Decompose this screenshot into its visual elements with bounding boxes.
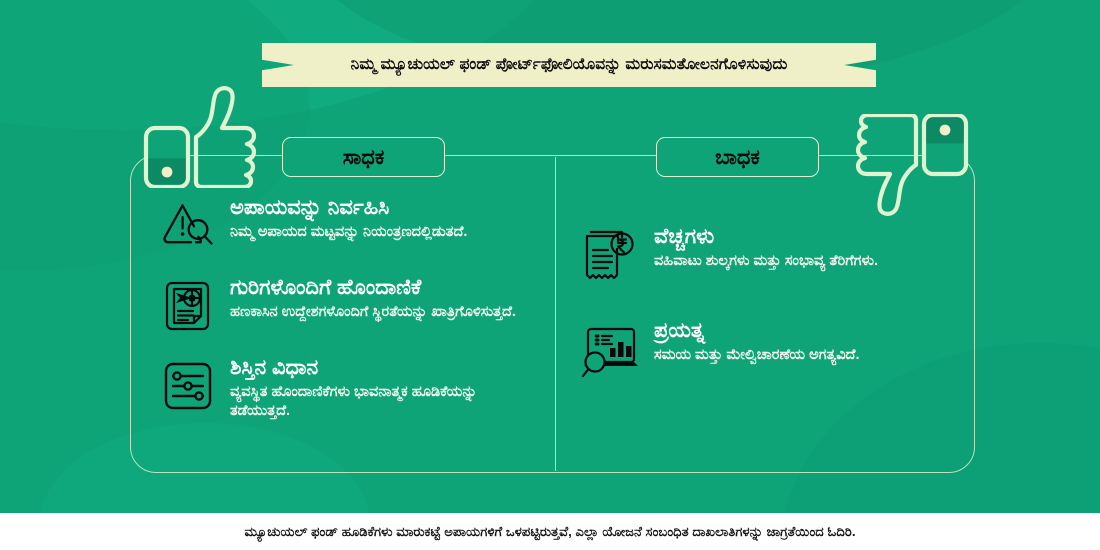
list-item-desc: ಹಣಕಾಸಿನ ಉದ್ದೇಶಗಳೊಂದಿಗೆ ಸ್ಥಿರತೆಯನ್ನು ಖಾತ್… bbox=[230, 304, 516, 321]
goal-alignment-document-icon bbox=[160, 278, 216, 334]
cons-heading-pill: ಬಾಧಕ bbox=[656, 137, 819, 177]
list-item-text: ಶಿಸ್ತಿನ ವಿಧಾನ ವ್ಯವಸ್ಥಿತ ಹೊಂದಾಣಿಕೆಗಳು ಭಾವ… bbox=[230, 356, 530, 421]
banner-title: ನಿಮ್ಮ ಮ್ಯೂಚುಯಲ್ ಫಂಡ್ ಪೋರ್ಟ್‌ಫೋಲಿಯೊವನ್ನು … bbox=[350, 56, 788, 74]
footer-disclaimer-bar: ಮ್ಯೂಚುಯಲ್ ಫಂಡ್ ಹೂಡಿಕೆಗಳು ಮಾರುಕಟ್ಟೆ ಅಪಾಯಗ… bbox=[0, 513, 1100, 550]
comparison-panel bbox=[130, 155, 975, 473]
cons-column: ವೆಚ್ಚಗಳು ವಹಿವಾಟು ಶುಲ್ಕಗಳು ಮತ್ತು ಸಂಭಾವ್ಯ … bbox=[578, 225, 958, 413]
list-item-desc: ವ್ಯವಸ್ಥಿತ ಹೊಂದಾಣಿಕೆಗಳು ಭಾವನಾತ್ಮಕ ಹೂಡಿಕೆಯ… bbox=[230, 384, 477, 420]
list-item-desc: ನಿಮ್ಮ ಅಪಾಯದ ಮಟ್ಟವನ್ನು ನಿಯಂತ್ರಣದಲ್ಲಿಡುತದೆ… bbox=[230, 224, 468, 241]
list-item-text: ಅಪಾಯವನ್ನು ನಿರ್ವಹಿಸಿ ನಿಮ್ಮ ಅಪಾಯದ ಮಟ್ಟವನ್ನ… bbox=[230, 196, 467, 242]
list-item: ಶಿಸ್ತಿನ ವಿಧಾನ ವ್ಯವಸ್ಥಿತ ಹೊಂದಾಣಿಕೆಗಳು ಭಾವ… bbox=[160, 356, 530, 421]
column-divider bbox=[555, 157, 557, 471]
list-item-desc: ವಹಿವಾಟು ಶುಲ್ಕಗಳು ಮತ್ತು ಸಂಭಾವ್ಯ ತೆರಿಗೆಗಳು… bbox=[654, 253, 879, 270]
thumbs-down-icon bbox=[850, 112, 972, 223]
banner-ribbon: ನಿಮ್ಮ ಮ್ಯೂಚುಯಲ್ ಫಂಡ್ ಪೋರ್ಟ್‌ಫೋಲಿಯೊವನ್ನು … bbox=[262, 43, 876, 87]
cons-heading-label: ಬಾಧಕ bbox=[715, 145, 760, 169]
invoice-rupee-icon bbox=[578, 227, 640, 289]
list-item-title: ಶಿಸ್ತಿನ ವಿಧಾನ bbox=[230, 356, 319, 379]
green-canvas: ನಿಮ್ಮ ಮ್ಯೂಚುಯಲ್ ಫಂಡ್ ಪೋರ್ಟ್‌ಫೋಲಿಯೊವನ್ನು … bbox=[0, 0, 1100, 513]
list-item-title: ಅಪಾಯವನ್ನು ನಿರ್ವಹಿಸಿ bbox=[230, 196, 390, 219]
pros-heading-pill: ಸಾಧಕ bbox=[282, 137, 445, 177]
list-item-desc: ಸಮಯ ಮತ್ತು ಮೇಲ್ವಿಚಾರಣೆಯ ಅಗತ್ಯವಿದೆ. bbox=[654, 347, 860, 364]
list-item-text: ವೆಚ್ಚಗಳು ವಹಿವಾಟು ಶುಲ್ಕಗಳು ಮತ್ತು ಸಂಭಾವ್ಯ … bbox=[654, 225, 878, 271]
discipline-sliders-icon bbox=[160, 358, 216, 414]
pros-heading-label: ಸಾಧಕ bbox=[342, 145, 385, 169]
list-item: ಪ್ರಯತ್ನ ಸಮಯ ಮತ್ತು ಮೇಲ್ವಿಚಾರಣೆಯ ಅಗತ್ಯವಿದೆ… bbox=[578, 319, 958, 383]
thumbs-up-icon bbox=[140, 84, 262, 193]
list-item-title: ವೆಚ್ಚಗಳು bbox=[654, 225, 715, 248]
list-item: ವೆಚ್ಚಗಳು ವಹಿವಾಟು ಶುಲ್ಕಗಳು ಮತ್ತು ಸಂಭಾವ್ಯ … bbox=[578, 225, 958, 289]
list-item-text: ಗುರಿಗಳೊಂದಿಗೆ ಹೊಂದಾಣಿಕೆ ಹಣಕಾಸಿನ ಉದ್ದೇಶಗಳೊ… bbox=[230, 276, 516, 322]
list-item: ಗುರಿಗಳೊಂದಿಗೆ ಹೊಂದಾಣಿಕೆ ಹಣಕಾಸಿನ ಉದ್ದೇಶಗಳೊ… bbox=[160, 276, 530, 334]
list-item-title: ಪ್ರಯತ್ನ bbox=[654, 319, 705, 342]
list-item-text: ಪ್ರಯತ್ನ ಸಮಯ ಮತ್ತು ಮೇಲ್ವಿಚಾರಣೆಯ ಅಗತ್ಯವಿದೆ… bbox=[654, 319, 860, 365]
list-item: ಅಪಾಯವನ್ನು ನಿರ್ವಹಿಸಿ ನಿಮ್ಮ ಅಪಾಯದ ಮಟ್ಟವನ್ನ… bbox=[160, 196, 530, 254]
risk-warning-magnifier-icon bbox=[160, 198, 216, 254]
effort-analytics-magnifier-icon bbox=[578, 321, 640, 383]
footer-disclaimer-text: ಮ್ಯೂಚುಯಲ್ ಫಂಡ್ ಹೂಡಿಕೆಗಳು ಮಾರುಕಟ್ಟೆ ಅಪಾಯಗ… bbox=[244, 523, 856, 539]
list-item-title: ಗುರಿಗಳೊಂದಿಗೆ ಹೊಂದಾಣಿಕೆ bbox=[230, 276, 422, 299]
pros-column: ಅಪಾಯವನ್ನು ನಿರ್ವಹಿಸಿ ನಿಮ್ಮ ಅಪಾಯದ ಮಟ್ಟವನ್ನ… bbox=[160, 196, 530, 443]
